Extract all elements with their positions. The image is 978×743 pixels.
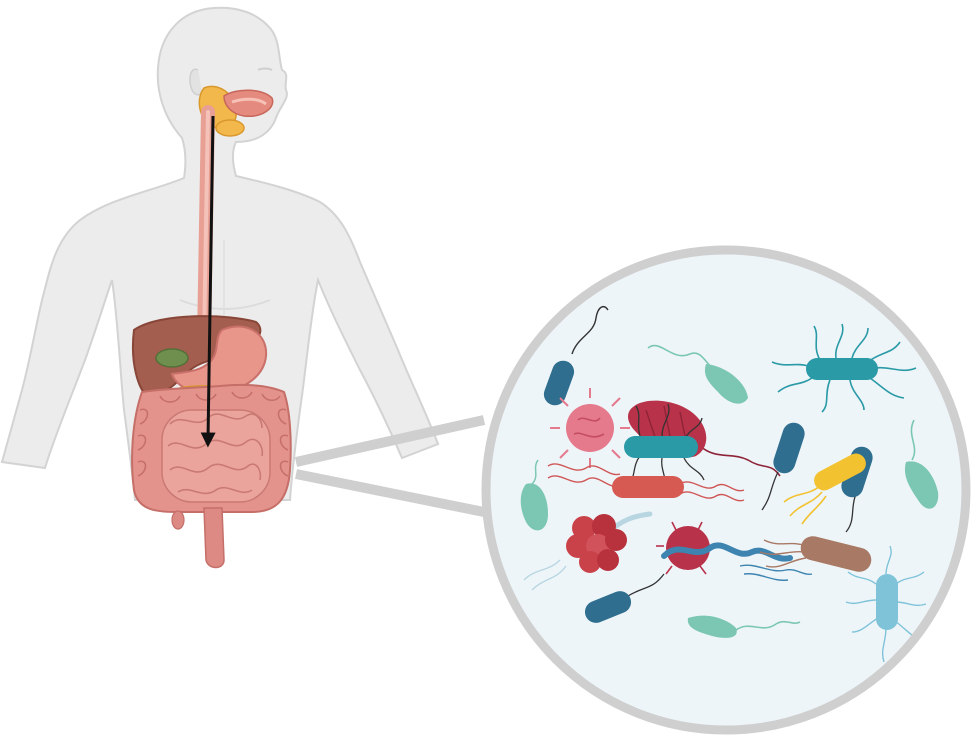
small-intestine-icon — [162, 410, 270, 502]
gallbladder-icon — [156, 349, 188, 367]
magnifier-connector — [296, 420, 484, 512]
rectum-icon — [204, 508, 224, 568]
